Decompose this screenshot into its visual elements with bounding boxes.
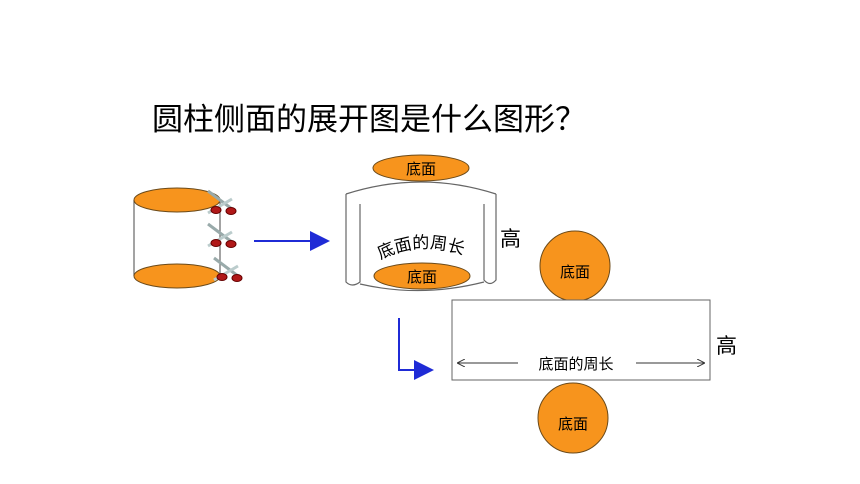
base-circle-lower-label: 底面 <box>558 415 588 433</box>
height-label-opened: 高 <box>500 227 521 251</box>
cylinder-bottom-base <box>133 263 221 289</box>
opened-bottom-base <box>373 262 471 290</box>
page-title: 圆柱侧面的展开图是什么图形？ <box>152 102 586 138</box>
opened-top-base-label: 底面 <box>406 160 436 178</box>
opened-cylinder <box>345 181 497 292</box>
opened-bottom-base-label: 底面 <box>407 268 437 286</box>
cylinder <box>133 187 221 289</box>
opened-cylinder-left-flap <box>345 194 361 286</box>
scissors-icon <box>207 189 237 215</box>
opened-top-base <box>372 154 470 182</box>
base-circle-lower <box>537 382 609 454</box>
unfolded-rectangle <box>451 299 711 381</box>
base-circle-upper-label: 底面 <box>560 263 590 281</box>
down-right-arrow <box>398 318 434 380</box>
cylinder-top-base <box>133 187 221 213</box>
scissors-icon <box>213 256 243 282</box>
opened-cylinder-bottom-rim <box>359 281 485 292</box>
rect-circumference-label: 底面的周长 <box>538 355 613 373</box>
height-label-rect: 高 <box>716 334 737 358</box>
scissors-icon <box>207 222 237 248</box>
opened-cylinder-right-flap <box>483 194 497 285</box>
curved-circumference-label: 底面的周长 <box>375 233 467 264</box>
opened-cylinder-top-rim <box>345 181 497 195</box>
